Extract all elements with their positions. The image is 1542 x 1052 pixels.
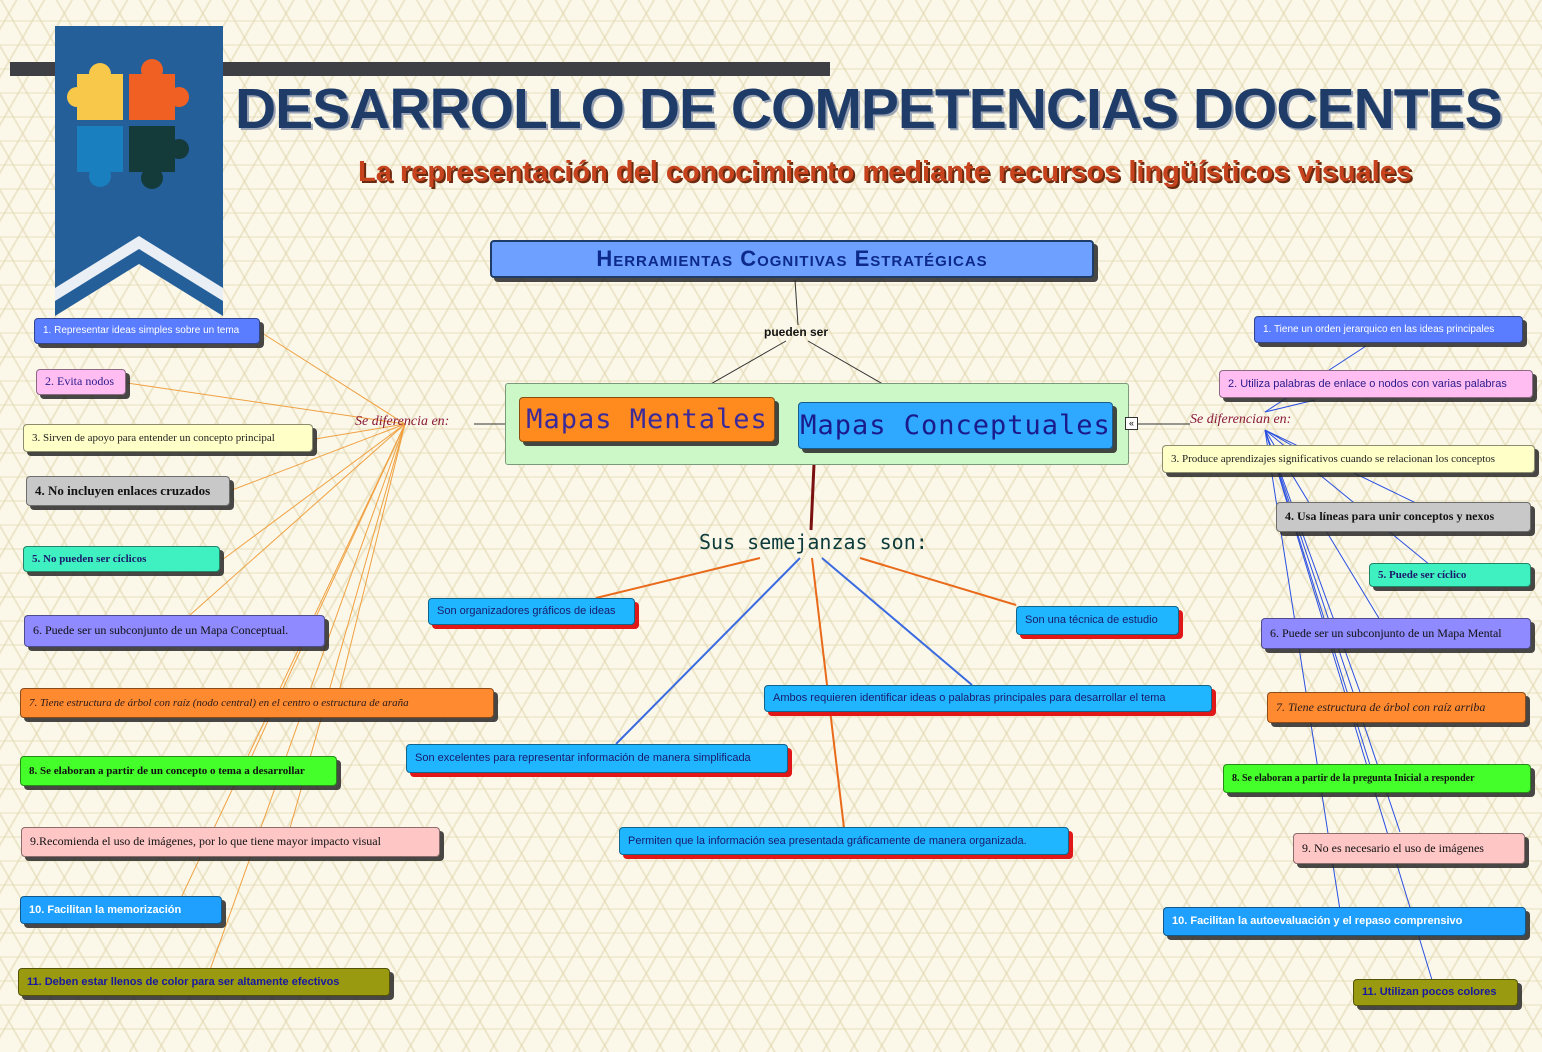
right-item-5[interactable]: 5. Puede ser cíclico <box>1369 563 1531 587</box>
right-item-6[interactable]: 6. Puede ser un subconjunto de un Mapa M… <box>1261 618 1531 649</box>
left-item-2[interactable]: 2. Evita nodos <box>36 369 126 395</box>
mapas-conceptuales-node[interactable]: Mapas Conceptuales <box>798 402 1113 449</box>
left-item-4[interactable]: 4. No incluyen enlaces cruzados <box>26 476 230 506</box>
left-item-1[interactable]: 1. Representar ideas simples sobre un te… <box>34 318 260 344</box>
mapas-mentales-node[interactable]: Mapas Mentales <box>519 397 775 442</box>
link-label-pueden-ser: pueden ser <box>764 325 829 339</box>
left-item-9[interactable]: 9.Recomienda el uso de imágenes, por lo … <box>21 827 440 857</box>
left-item-11[interactable]: 11. Deben estar llenos de color para ser… <box>18 968 390 996</box>
similarity-item-1[interactable]: Son organizadores gráficos de ideas <box>428 598 635 625</box>
right-item-8[interactable]: 8. Se elaboran a partir de la pregunta I… <box>1223 764 1531 793</box>
left-item-8[interactable]: 8. Se elaboran a partir de un concepto o… <box>20 756 337 786</box>
right-item-2[interactable]: 2. Utiliza palabras de enlace o nodos co… <box>1219 370 1533 398</box>
mapas-mentales-label: Mapas Mentales <box>526 403 768 435</box>
similarity-item-4[interactable]: Son excelentes para representar informac… <box>406 744 788 773</box>
connector-right: Se diferencian en: <box>1190 412 1292 427</box>
right-item-3[interactable]: 3. Produce aprendizajes significativos c… <box>1162 445 1535 473</box>
left-item-5[interactable]: 5. No pueden ser cíclicos <box>23 546 220 572</box>
mapas-conceptuales-label: Mapas Conceptuales <box>800 409 1111 441</box>
similarity-item-2[interactable]: Son una técnica de estudio <box>1016 606 1179 635</box>
collapse-icon[interactable]: « <box>1125 417 1138 430</box>
right-item-7[interactable]: 7. Tiene estructura de árbol con raíz ar… <box>1267 692 1526 723</box>
root-label: Herramientas Cognitivas Estratégicas <box>596 246 988 272</box>
right-item-1[interactable]: 1. Tiene un orden jerarquico en las idea… <box>1254 316 1523 343</box>
similarities-title: Sus semejanzas son: <box>699 530 928 554</box>
banner-logo <box>55 26 223 316</box>
page-title: DESARROLLO DE COMPETENCIAS DOCENTES <box>235 77 1503 141</box>
root-node[interactable]: Herramientas Cognitivas Estratégicas <box>490 240 1094 278</box>
page-subtitle: La representación del conocimiento media… <box>358 156 1412 188</box>
similarity-item-5[interactable]: Permiten que la información sea presenta… <box>619 827 1069 855</box>
similarity-item-3[interactable]: Ambos requieren identificar ideas o pala… <box>764 685 1212 712</box>
left-item-3[interactable]: 3. Sirven de apoyo para entender un conc… <box>23 424 313 452</box>
left-item-10[interactable]: 10. Facilitan la memorización <box>20 896 222 924</box>
right-item-4[interactable]: 4. Usa líneas para unir conceptos y nexo… <box>1276 502 1531 532</box>
right-item-10[interactable]: 10. Facilitan la autoevaluación y el rep… <box>1163 907 1526 936</box>
right-item-11[interactable]: 11. Utilizan pocos colores <box>1353 979 1518 1006</box>
connector-left: Se diferencia en: <box>355 414 450 429</box>
left-item-7[interactable]: 7. Tiene estructura de árbol con raíz (n… <box>20 688 494 718</box>
left-item-6[interactable]: 6. Puede ser un subconjunto de un Mapa C… <box>24 615 325 647</box>
right-item-9[interactable]: 9. No es necesario el uso de imágenes <box>1293 833 1525 864</box>
